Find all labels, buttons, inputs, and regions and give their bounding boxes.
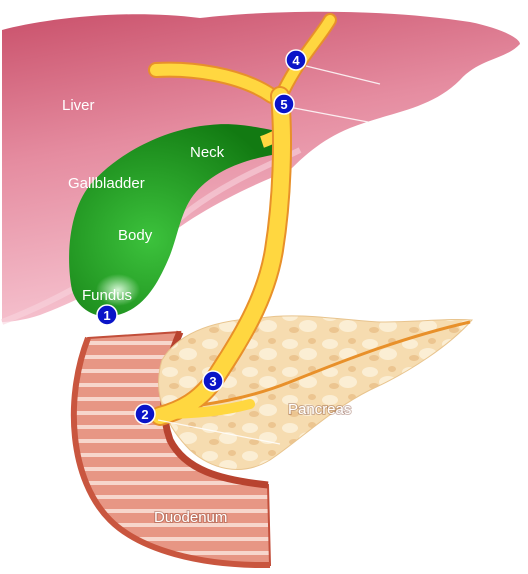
pancreatic-duct [159,320,471,412]
duodenum-label: Duodenum [154,509,227,526]
leader-line-5 [293,107,369,123]
svg-text:4: 4 [292,53,300,68]
body-label: Body [118,227,153,244]
svg-text:3: 3 [209,374,216,389]
fundus-label: Fundus [82,287,132,304]
gallbladder-shape [69,124,272,317]
bile-duct-system [148,13,337,426]
pancreas-label: Pancreas [288,401,351,418]
marker-1: 1 [96,304,118,326]
duodenum-outer-wall [70,336,271,569]
svg-text:2: 2 [141,407,148,422]
marker-3: 3 [202,370,224,392]
leader-line-2 [157,419,281,445]
marker-4: 4 [285,49,307,71]
leader-line-4 [305,65,381,85]
fundus-shine [96,274,140,306]
gallbladder-label: Gallbladder [68,175,145,192]
leader-lines [157,65,381,445]
liver-edge-highlight [0,147,302,325]
svg-text:1: 1 [103,308,110,323]
svg-text:5: 5 [280,97,287,112]
marker-2: 2 [134,403,156,425]
neck-label: Neck [190,144,225,161]
liver-label: Liver [62,97,95,114]
marker-5: 5 [273,93,295,115]
